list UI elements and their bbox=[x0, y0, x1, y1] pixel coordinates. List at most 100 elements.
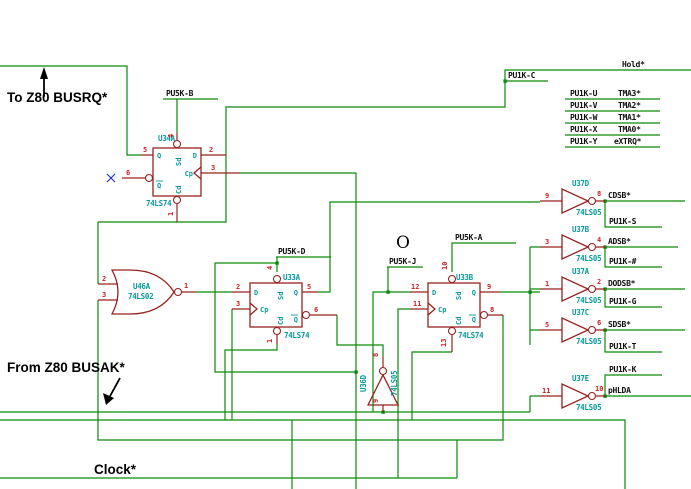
port-label-sd: Sd bbox=[175, 158, 183, 166]
u36d-part: 74LS05 bbox=[390, 371, 399, 396]
table-signal-cell: TMA1* bbox=[618, 113, 641, 122]
component-leads bbox=[98, 133, 605, 412]
u37e-refdes: U37E bbox=[572, 374, 590, 383]
u37b-refdes: U37B bbox=[572, 225, 590, 234]
pin-number: 13 bbox=[440, 339, 448, 347]
pullup-label-pu1k-hash: PU1K-# bbox=[609, 257, 637, 266]
u34a-clock-wedge bbox=[193, 166, 202, 180]
pin-number: 8 bbox=[490, 306, 494, 314]
pin-number: 1 bbox=[545, 280, 549, 288]
table-pullup-cell: PU1K-W bbox=[570, 113, 598, 122]
net-label-pu5k-j: PU5K-J bbox=[389, 257, 416, 266]
u37c-inverter-symbol[interactable]: U37C 74LS05 5 6 bbox=[545, 308, 602, 346]
pin-number: 2 bbox=[236, 283, 240, 291]
pin-number: 11 bbox=[542, 387, 550, 395]
u37d-refdes: U37D bbox=[572, 179, 590, 188]
port-label-qbar: Q bbox=[294, 316, 298, 324]
u34a-part: 74LS74 bbox=[146, 199, 172, 208]
port-label-sd: Sd bbox=[455, 292, 463, 300]
u36d-inverter-symbol[interactable]: U36D 74LS05 8 9 bbox=[359, 353, 400, 406]
pin-number: 3 bbox=[211, 164, 215, 172]
pin-number: 6 bbox=[126, 169, 130, 177]
green-wires bbox=[0, 65, 691, 489]
net-label-pu5k-a: PU5K-A bbox=[455, 233, 483, 242]
u33a-flipflop-symbol[interactable]: U33A 74LS74 D Cp Q Q Sd Cd 2 3 5 6 4 1 bbox=[236, 266, 318, 343]
pin-number: 4 bbox=[597, 236, 601, 244]
output-signal-labels: CDSB* PU1K-S ADSB* PU1K-# DODSB* PU1K-G … bbox=[608, 191, 637, 395]
port-label-cd: Cd bbox=[277, 317, 285, 325]
port-label-qbar: Q bbox=[157, 182, 161, 190]
u37e-inverter-symbol[interactable]: U37E 74LS05 11 10 bbox=[542, 374, 603, 412]
u37e-part: 74LS05 bbox=[576, 403, 601, 412]
u46a-part: 74LS02 bbox=[128, 292, 153, 301]
pin-number: 9 bbox=[545, 192, 549, 200]
pin-number: 2 bbox=[597, 278, 601, 286]
pullup-label-pu1k-s: PU1K-S bbox=[609, 217, 637, 226]
pin-number: 4 bbox=[167, 134, 175, 138]
wire-network bbox=[0, 65, 691, 489]
signal-label-adsb: ADSB* bbox=[608, 237, 631, 246]
u33b-flipflop-symbol[interactable]: U33B 74LS74 D Cp Q Q Sd Cd 12 11 9 8 10 … bbox=[411, 262, 494, 347]
pin-number: 8 bbox=[372, 353, 380, 357]
u37d-inverter-symbol[interactable]: U37D 74LS05 9 8 bbox=[545, 179, 602, 217]
port-label-d: D bbox=[254, 289, 258, 297]
u33b-clock-wedge bbox=[427, 302, 436, 316]
u33a-clock-wedge bbox=[249, 302, 258, 316]
port-label-sd: Sd bbox=[277, 292, 285, 300]
u34a-flipflop-symbol[interactable]: U34A 74LS74 Q Q D Cp Sd Cd 5 2 3 6 4 1 bbox=[106, 134, 215, 216]
annotations: To Z80 BUSRQ* From Z80 BUSAK* Clock* O bbox=[7, 67, 410, 477]
pullup-label-pu1k-t: PU1K-T bbox=[609, 342, 637, 351]
table-signal-cell: eXTRQ* bbox=[614, 137, 642, 146]
port-label-q: Q bbox=[294, 289, 298, 297]
table-signal-cell: TMA3* bbox=[618, 89, 641, 98]
pin-number: 3 bbox=[236, 300, 240, 308]
u37a-part: 74LS05 bbox=[576, 296, 601, 305]
port-label-cp: Cp bbox=[185, 170, 193, 178]
pin-number: 2 bbox=[209, 146, 213, 154]
net-label-pu5k-b: PU5K-B bbox=[166, 89, 194, 98]
annotation-to-busrq: To Z80 BUSRQ* bbox=[7, 90, 108, 105]
pin-number: 10 bbox=[595, 385, 603, 393]
table-signal-cell: TMA0* bbox=[618, 125, 641, 134]
pin-number: 11 bbox=[413, 300, 421, 308]
net-label-hold: Hold* bbox=[622, 60, 645, 69]
u34a-refdes: U34A bbox=[158, 134, 176, 143]
signal-label-cdsb: CDSB* bbox=[608, 191, 631, 200]
net-labels: Hold* PU1K-C PU5K-B PU5K-D PU5K-A PU5K-J bbox=[166, 60, 645, 266]
pin-number: 2 bbox=[102, 275, 106, 283]
u33b-part: 74LS74 bbox=[458, 331, 484, 340]
u33a-part: 74LS74 bbox=[284, 331, 310, 340]
pin-number: 1 bbox=[167, 212, 175, 216]
u46a-nor-gate-symbol[interactable]: U46A 74LS02 2 3 1 bbox=[102, 269, 188, 315]
signal-label-sdsb: SDSB* bbox=[608, 320, 631, 329]
pin-number: 3 bbox=[545, 238, 549, 246]
u37b-part: 74LS05 bbox=[576, 254, 601, 263]
port-label-cp: Cp bbox=[438, 306, 446, 314]
pin-number: 3 bbox=[102, 291, 106, 299]
u37d-part: 74LS05 bbox=[576, 208, 601, 217]
no-connect-icon bbox=[106, 173, 116, 183]
pullup-signal-table: PU1K-U TMA3* PU1K-V TMA2* PU1K-W TMA1* P… bbox=[570, 89, 642, 146]
u37b-inverter-symbol[interactable]: U37B 74LS05 3 4 bbox=[545, 225, 602, 263]
pullup-label-pu1k-k: PU1K-K bbox=[609, 365, 637, 374]
port-label-cd: Cd bbox=[455, 317, 463, 325]
port-label-cp: Cp bbox=[260, 306, 268, 314]
port-label-cd: Cd bbox=[175, 186, 183, 194]
u37a-inverter-symbol[interactable]: U37A 74LS05 1 2 bbox=[545, 267, 602, 305]
u36d-refdes: U36D bbox=[359, 374, 368, 392]
u37c-part: 74LS05 bbox=[576, 337, 601, 346]
port-label-d: D bbox=[432, 289, 436, 297]
pin-number: 6 bbox=[597, 319, 601, 327]
u37c-refdes: U37C bbox=[572, 308, 589, 317]
net-label-pu5k-d: PU5K-D bbox=[278, 247, 306, 256]
table-pullup-cell: PU1K-Y bbox=[570, 137, 598, 146]
net-label-pu1k-c: PU1K-C bbox=[508, 71, 536, 80]
port-label-d: D bbox=[193, 152, 197, 160]
table-signal-cell: TMA2* bbox=[618, 101, 641, 110]
signal-label-phlda: pHLDA bbox=[608, 386, 631, 395]
table-pullup-cell: PU1K-U bbox=[570, 89, 598, 98]
busak-arrowhead-icon bbox=[103, 393, 114, 405]
pin-number: 5 bbox=[545, 321, 549, 329]
